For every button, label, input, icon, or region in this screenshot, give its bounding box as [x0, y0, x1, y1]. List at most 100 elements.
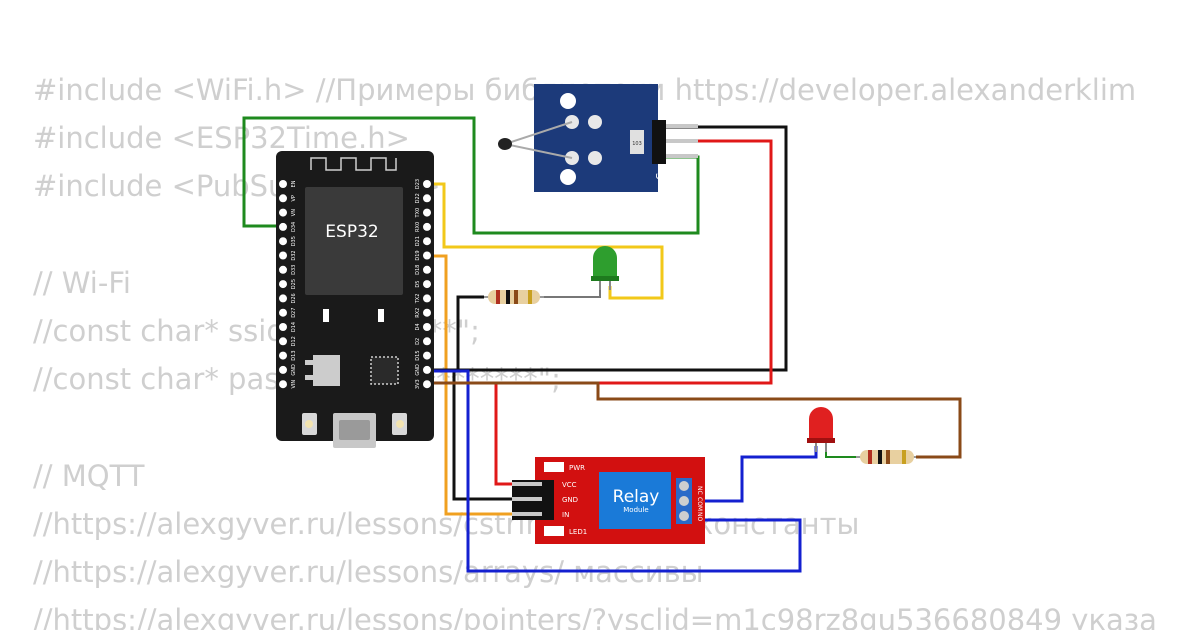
esp32-pin-right-13[interactable] — [423, 365, 431, 374]
resistor-green-led[interactable] — [484, 290, 544, 304]
esp32-pin-right-7[interactable] — [423, 280, 431, 289]
esp32-pin-right-11[interactable] — [423, 337, 431, 346]
wire-green-red-led-resistor[interactable] — [825, 446, 860, 458]
esp32-pin-label: D27 — [291, 308, 297, 318]
pwr-led — [544, 462, 564, 472]
wires — [242, 116, 962, 573]
esp32-module — [305, 187, 403, 295]
wire-black-green-resistor[interactable] — [426, 295, 484, 372]
esp32-pin-label: VN — [291, 209, 297, 216]
wire-green-sensor-signal[interactable] — [242, 116, 700, 235]
code-background: #include <WiFi.h> //Примеры библиотеки h… — [33, 66, 1200, 630]
esp32-pin-right-5[interactable] — [423, 251, 431, 260]
esp32-pin-left-10[interactable] — [279, 323, 287, 331]
esp32-pin-left-13[interactable] — [279, 365, 287, 374]
esp32-pin-label: EN — [291, 180, 297, 187]
wire-blue-relay-nc[interactable] — [426, 369, 802, 573]
esp32-pin-label: D2 — [415, 338, 421, 345]
thermistor-icon — [498, 138, 512, 150]
relay-pin-gnd: GND — [562, 496, 578, 504]
esp32-board[interactable]: ESP32 ENVPVND34D35D32D33D25D26D27D14D12D… — [276, 151, 434, 448]
code-line: // Wi-Fi — [33, 265, 131, 300]
esp32-pin-right-4[interactable] — [423, 237, 431, 246]
red-led[interactable] — [807, 407, 835, 452]
esp32-pin-right-2[interactable] — [423, 208, 431, 217]
esp32-pin-label: 3V3 — [415, 379, 421, 389]
esp32-pin-label: D18 — [415, 265, 421, 275]
esp32-pin-label: D22 — [415, 193, 421, 203]
relay-module[interactable]: PWR LED1 VCC GND IN Relay Module NC COM … — [512, 457, 705, 544]
esp32-pin-right-12[interactable] — [423, 351, 431, 360]
esp32-pin-right-10[interactable] — [423, 323, 431, 331]
wire-black-relay-gnd[interactable] — [426, 368, 518, 501]
relay-terminal-nc: NC — [696, 486, 703, 495]
antenna-trace — [310, 157, 397, 171]
sensor-pin-s: S — [654, 172, 667, 179]
esp32-pin-label: VIN — [291, 380, 297, 389]
esp32-pin-label: TX2 — [415, 294, 421, 305]
wire-red-relay-vcc[interactable] — [426, 381, 518, 486]
wire-blue-red-led[interactable] — [690, 446, 818, 503]
esp32-pin-left-8[interactable] — [279, 294, 287, 303]
led1 — [544, 526, 564, 536]
esp32-module-label: ESP32 — [325, 222, 378, 242]
esp32-pin-left-1[interactable] — [279, 194, 287, 203]
code-line: #include <WiFi.h> //Примеры библиотеки h… — [33, 73, 1137, 107]
relay-led1-label: LED1 — [569, 528, 587, 536]
esp32-pin-right-6[interactable] — [423, 265, 431, 274]
green-led-body — [593, 246, 617, 279]
esp32-pin-left-14[interactable] — [279, 380, 287, 389]
esp32-pin-label: D34 — [291, 222, 297, 232]
esp32-pin-label: D35 — [291, 236, 297, 246]
mount-hole — [560, 93, 576, 109]
esp32-pin-left-4[interactable] — [279, 237, 287, 246]
esp32-pin-left-2[interactable] — [279, 208, 287, 217]
esp32-pin-label: D23 — [415, 179, 421, 189]
esp32-pin-label: D4 — [415, 323, 421, 330]
code-line: #include <ESP32Time.h> — [33, 121, 410, 156]
esp32-pin-right-3[interactable] — [423, 222, 431, 231]
esp32-pin-left-0[interactable] — [279, 180, 287, 188]
relay-subtitle: Module — [623, 506, 648, 514]
wire-yellow-green-led[interactable] — [426, 182, 664, 300]
wire-green-led-resistor[interactable] — [544, 286, 601, 298]
esp32-pin-left-11[interactable] — [279, 337, 287, 346]
esp32-pin-left-5[interactable] — [279, 251, 287, 260]
temperature-sensor-module[interactable]: 103 - S — [498, 84, 698, 192]
esp32-pin-label: TX0 — [415, 208, 421, 219]
esp32-pin-label: D19 — [415, 250, 421, 260]
esp32-pin-right-8[interactable] — [423, 294, 431, 303]
green-led[interactable] — [591, 246, 619, 290]
resistor-red-led[interactable] — [856, 450, 916, 464]
code-line: // MQTT — [33, 458, 145, 493]
esp32-pin-left-3[interactable] — [279, 222, 287, 231]
esp32-pin-right-9[interactable] — [423, 308, 431, 317]
esp32-left-pins: ENVPVND34D35D32D33D25D26D27D14D12D13GNDV… — [279, 180, 297, 389]
esp32-pin-right-0[interactable] — [423, 180, 431, 188]
relay-pin-vcc: VCC — [562, 481, 577, 489]
wire-brown-red-resistor[interactable] — [426, 381, 962, 459]
esp32-pin-label: D13 — [291, 350, 297, 360]
esp32-pin-label: D14 — [291, 322, 297, 332]
esp32-pin-left-6[interactable] — [279, 265, 287, 274]
code-line: //https://alexgyver.ru/lessons/pointers/… — [33, 603, 1157, 630]
thermistor-lead — [504, 121, 573, 145]
wire-black-sensor-gnd[interactable] — [426, 125, 788, 372]
relay-pin-in: IN — [562, 511, 569, 519]
thermistor-lead — [504, 143, 573, 159]
esp32-pin-label: GND — [291, 364, 297, 376]
sensor-pin-minus: - — [653, 100, 668, 105]
esp32-pin-label: D15 — [415, 350, 421, 360]
esp32-pin-label: D33 — [291, 265, 297, 275]
esp32-mount-pad-left — [323, 309, 329, 322]
esp32-pin-label: D26 — [291, 293, 297, 303]
esp32-pin-right-14[interactable] — [423, 380, 431, 389]
esp32-pin-label: D25 — [291, 279, 297, 289]
esp32-pin-right-1[interactable] — [423, 194, 431, 203]
esp32-pin-left-7[interactable] — [279, 280, 287, 289]
esp32-pin-label: D21 — [415, 236, 421, 246]
esp32-pin-left-9[interactable] — [279, 308, 287, 317]
esp32-pin-left-12[interactable] — [279, 351, 287, 360]
relay-terminal-no: NO — [696, 512, 703, 521]
wire-orange-relay-in[interactable] — [426, 254, 518, 516]
